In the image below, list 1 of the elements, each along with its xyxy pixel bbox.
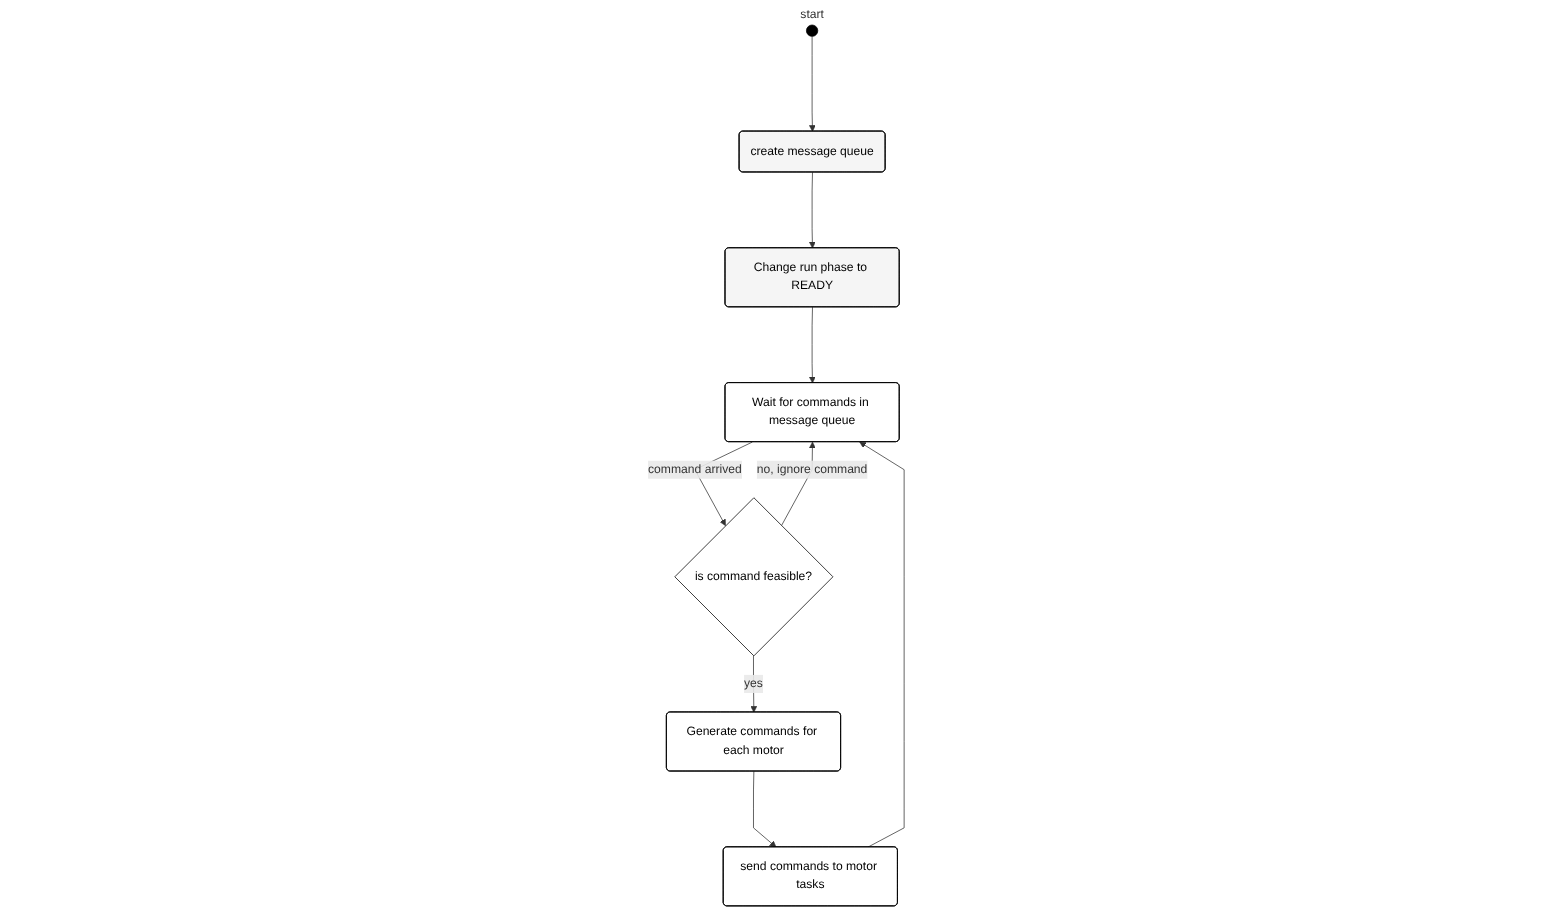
node-circle (805, 24, 819, 37)
